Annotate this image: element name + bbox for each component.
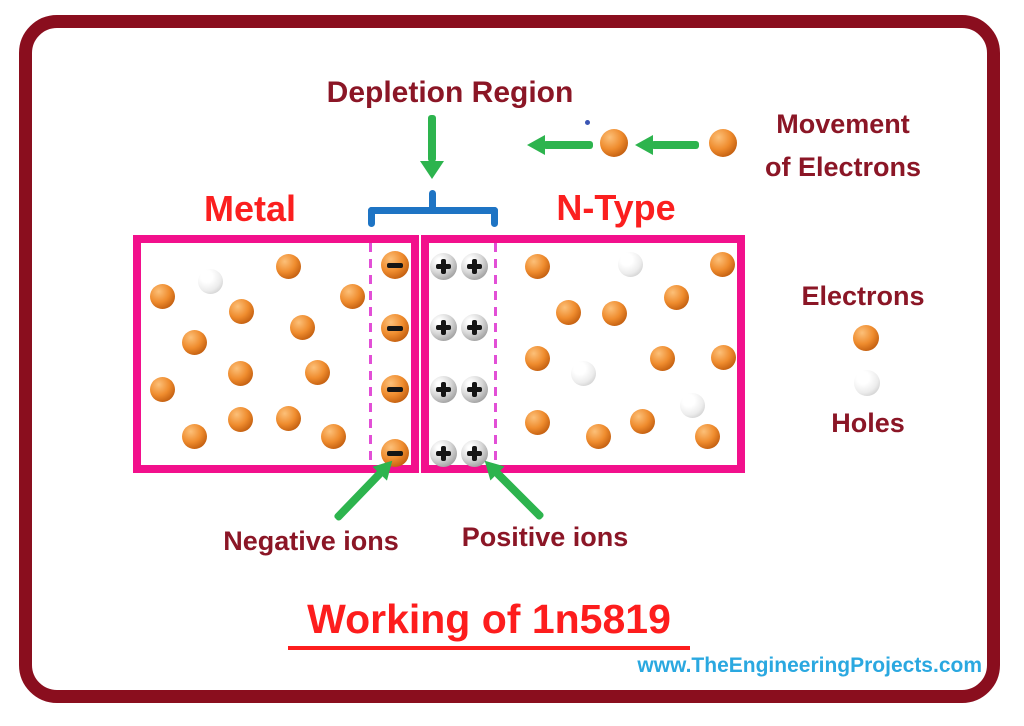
electron-ball bbox=[275, 253, 301, 279]
movement-of-electrons-label-line1: Movement bbox=[776, 109, 910, 139]
hole-ball bbox=[679, 392, 705, 418]
electron-movement-left-arrow-icon bbox=[527, 135, 593, 155]
brace-right-leg bbox=[491, 207, 498, 227]
minus-icon bbox=[381, 375, 409, 403]
plus-icon bbox=[461, 376, 488, 403]
minus-icon bbox=[381, 439, 409, 467]
depletion-down-arrow-icon bbox=[420, 115, 444, 179]
plus-icon bbox=[461, 253, 488, 280]
negative-ion-ball bbox=[381, 251, 409, 279]
positive-ion-ball bbox=[460, 252, 488, 280]
minus-icon bbox=[381, 251, 409, 279]
electron-ball bbox=[227, 406, 253, 432]
positive-ions-label: Positive ions bbox=[461, 522, 629, 552]
electron-ball bbox=[694, 423, 720, 449]
brace-stem bbox=[429, 190, 436, 211]
arrow-head bbox=[527, 135, 545, 155]
moving-electron-ball bbox=[709, 129, 737, 157]
positive-ion-ball bbox=[460, 313, 488, 341]
small-dot bbox=[585, 120, 590, 125]
movement-of-electrons-label-line2: of Electrons bbox=[764, 152, 922, 182]
electron-ball bbox=[289, 314, 315, 340]
holes-legend-label: Holes bbox=[831, 408, 905, 438]
electron-ball bbox=[601, 300, 627, 326]
page-border bbox=[19, 15, 1000, 703]
plus-icon bbox=[461, 440, 488, 467]
moving-electron-ball bbox=[600, 129, 628, 157]
electron-ball bbox=[149, 283, 175, 309]
plus-icon bbox=[430, 253, 457, 280]
electrons-legend-label: Electrons bbox=[801, 281, 925, 311]
plus-icon bbox=[430, 440, 457, 467]
electron-ball bbox=[585, 423, 611, 449]
hole-ball bbox=[617, 251, 643, 277]
electron-ball bbox=[524, 409, 550, 435]
hole-ball bbox=[197, 268, 223, 294]
depletion-left-dashed-line bbox=[369, 243, 372, 465]
electron-ball bbox=[524, 345, 550, 371]
hole-ball bbox=[570, 360, 596, 386]
electron-ball bbox=[710, 344, 736, 370]
electron-ball bbox=[629, 408, 655, 434]
metal-region-label: Metal bbox=[203, 188, 297, 229]
electron-ball bbox=[709, 251, 735, 277]
arrow-stem bbox=[651, 141, 699, 149]
electron-ball bbox=[663, 284, 689, 310]
positive-ion-ball bbox=[460, 439, 488, 467]
negative-ions-label: Negative ions bbox=[223, 526, 399, 556]
positive-ion-ball bbox=[460, 375, 488, 403]
electron-ball bbox=[181, 329, 207, 355]
depletion-right-dashed-line bbox=[494, 243, 497, 465]
n-type-region-label: N-Type bbox=[556, 187, 676, 228]
arrow-head bbox=[635, 135, 653, 155]
plus-icon bbox=[461, 314, 488, 341]
plus-icon bbox=[430, 314, 457, 341]
positive-ion-ball bbox=[429, 439, 457, 467]
plus-icon bbox=[430, 376, 457, 403]
legend-hole-ball bbox=[854, 370, 880, 396]
negative-ion-ball bbox=[381, 375, 409, 403]
website-url: www.TheEngineeringProjects.com bbox=[637, 654, 982, 677]
electron-ball bbox=[275, 405, 301, 431]
arrow-stem bbox=[543, 141, 593, 149]
electron-ball bbox=[555, 299, 581, 325]
electron-ball bbox=[228, 298, 254, 324]
depletion-region-label: Depletion Region bbox=[326, 76, 574, 109]
electron-movement-left-arrow-icon bbox=[635, 135, 699, 155]
page-title: Working of 1n5819 bbox=[288, 596, 690, 650]
electron-ball bbox=[304, 359, 330, 385]
electron-ball bbox=[320, 423, 346, 449]
positive-ion-ball bbox=[429, 375, 457, 403]
electron-ball bbox=[524, 253, 550, 279]
positive-ion-ball bbox=[429, 313, 457, 341]
depletion-brace-icon bbox=[368, 190, 498, 227]
minus-icon bbox=[381, 314, 409, 342]
arrow-head bbox=[420, 161, 444, 179]
brace-left-leg bbox=[368, 207, 375, 227]
negative-ion-ball bbox=[381, 439, 409, 467]
electron-ball bbox=[227, 360, 253, 386]
electron-ball bbox=[339, 283, 365, 309]
legend-electron-ball bbox=[853, 325, 879, 351]
negative-ion-ball bbox=[381, 314, 409, 342]
arrow-stem bbox=[428, 115, 436, 162]
electron-ball bbox=[649, 345, 675, 371]
electron-ball bbox=[149, 376, 175, 402]
electron-ball bbox=[181, 423, 207, 449]
positive-ion-ball bbox=[429, 252, 457, 280]
metal-region-box bbox=[133, 235, 419, 473]
n-type-region-box bbox=[421, 235, 745, 473]
